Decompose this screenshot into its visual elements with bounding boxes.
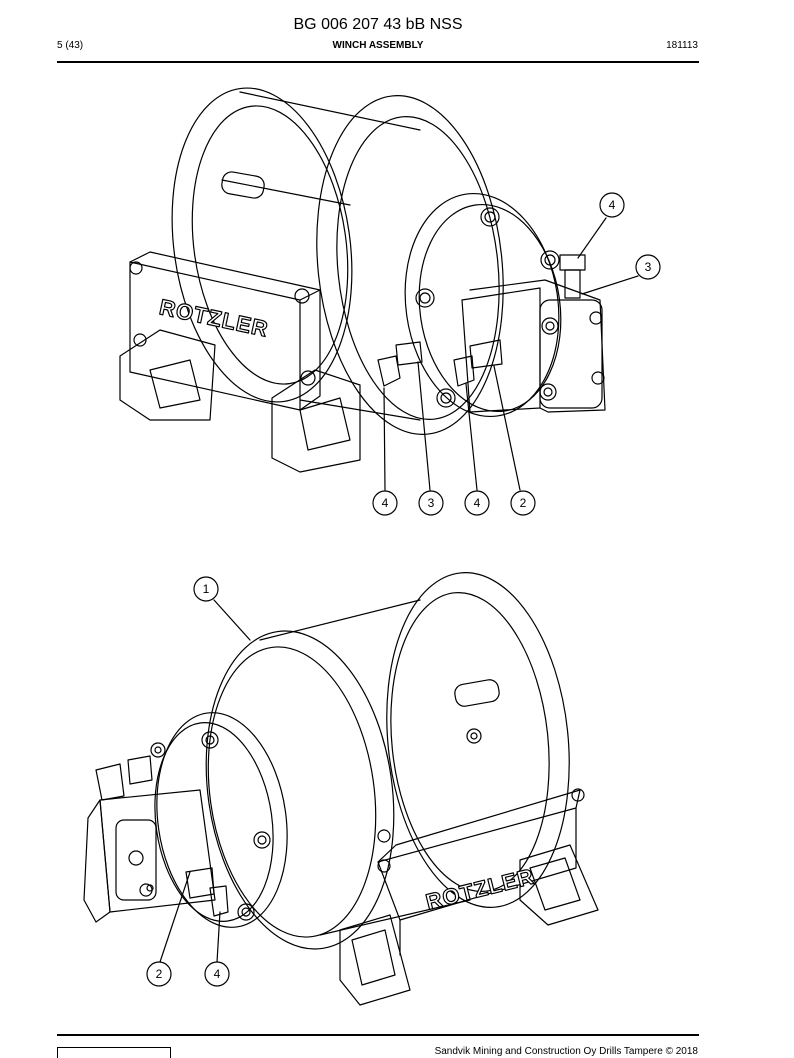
callouts-bottom: 1 2 4	[146, 576, 251, 987]
callout-4-top: 4	[609, 198, 616, 212]
callout-2-bottom: 2	[156, 967, 163, 981]
footer-copyright: Sandvik Mining and Construction Oy Drill…	[434, 1046, 698, 1057]
callout-3-left: 3	[428, 496, 435, 510]
section-title: WINCH ASSEMBLY	[332, 40, 424, 51]
callout-4-mid: 4	[474, 496, 481, 510]
callout-1: 1	[203, 582, 210, 596]
callout-4-left: 4	[382, 496, 389, 510]
rotzler-logo-top: ROTZLER	[157, 294, 271, 342]
document-title: BG 006 207 43 bB NSS	[293, 16, 463, 33]
winch-top-view: ROTZLER	[119, 87, 606, 473]
callout-3-top: 3	[645, 260, 652, 274]
document-code: 181113	[666, 40, 698, 51]
footer-rule	[57, 1034, 699, 1036]
callout-2-top: 2	[520, 496, 527, 510]
winch-bottom-view: ROTZLER	[83, 572, 599, 1006]
callouts-top: 4 3 4 3 4 2	[372, 192, 661, 516]
callout-4-bottom: 4	[214, 967, 221, 981]
page-number: 5 (43)	[57, 40, 84, 51]
header-rule	[57, 61, 699, 63]
